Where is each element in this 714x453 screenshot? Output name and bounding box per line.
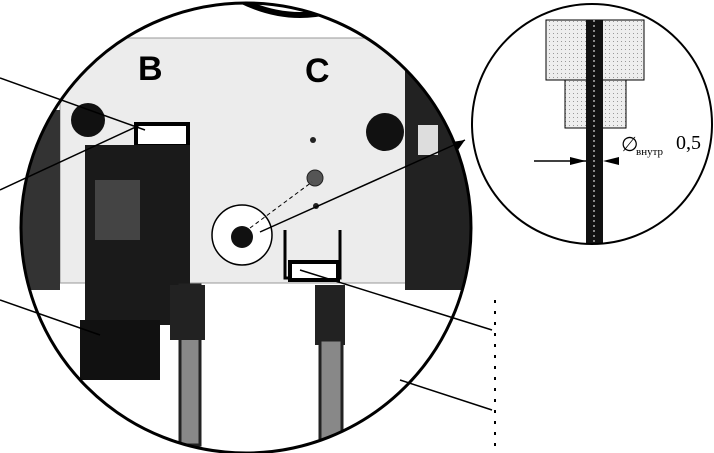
diameter-subscript: внутр [636,146,664,158]
label-c: C [305,52,330,90]
nozzle [231,226,253,248]
diameter-value: 0,5 [676,132,701,154]
bracket-b [134,122,190,148]
small-screw [306,169,324,187]
bracket-c [288,260,340,282]
screw-c [366,113,404,151]
label-b: B [138,50,163,88]
leader-lines [0,77,493,411]
side-connector [418,125,438,155]
diameter-symbol: ∅ [621,134,638,156]
screw-b [71,103,105,137]
detail-circle [471,3,713,245]
detail-view [545,19,645,244]
main-circle [19,1,473,453]
tube-c [318,338,344,453]
arrowhead [452,140,465,150]
